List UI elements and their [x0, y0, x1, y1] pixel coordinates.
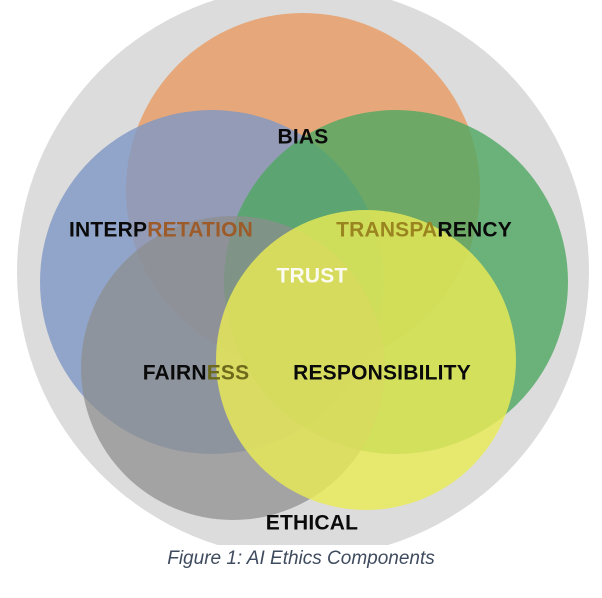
venn-svg-canvas [17, 0, 589, 545]
venn-diagram: BIAS INTERPRETATION TRANSPARENCY TRUST F… [17, 0, 589, 545]
figure-caption: Figure 1: AI Ethics Components [167, 548, 435, 569]
circle-responsibility[interactable] [216, 210, 516, 510]
